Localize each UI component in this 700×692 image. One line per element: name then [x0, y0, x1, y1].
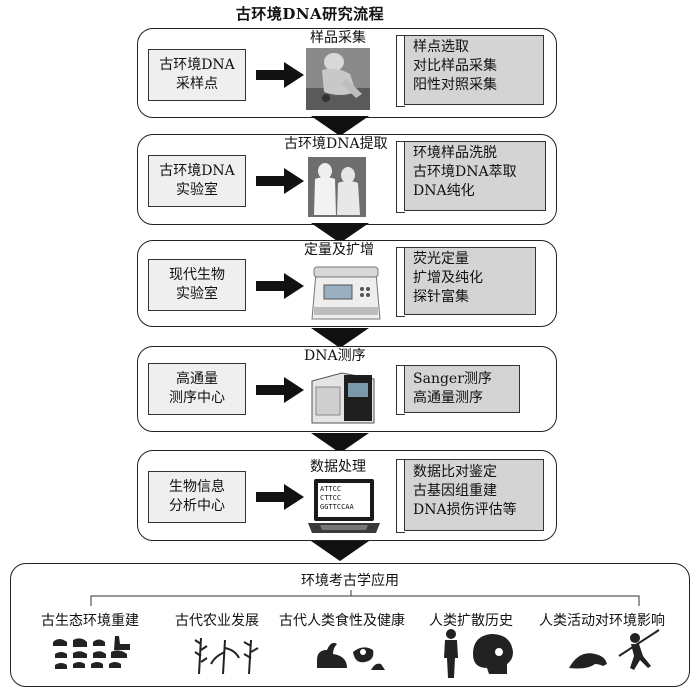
step-item: 荧光定量 [413, 251, 469, 267]
site-line-1: 高通量 [176, 371, 218, 387]
step-item: 环境样品洗脱 [413, 145, 497, 161]
steps-bracket [396, 141, 405, 213]
step-item: 古环境DNA萃取 [413, 164, 517, 180]
site-box: 高通量 测序中心 [148, 363, 246, 415]
sequence-line: GGTTCCAA [320, 503, 354, 511]
site-box: 现代生物 实验室 [148, 259, 246, 311]
stage-sequencing: 高通量 测序中心 DNA测序 Sanger测序 高通量测序 [137, 346, 557, 432]
steps-bracket [396, 459, 405, 533]
site-line-1: 现代生物 [169, 267, 225, 283]
steps-box: Sanger测序 高通量测序 [404, 365, 520, 413]
applications-title: 环境考古学应用 [301, 573, 399, 589]
down-arrow-icon [311, 223, 369, 243]
stage-label: DNA测序 [304, 348, 366, 364]
down-arrow-icon [311, 116, 369, 136]
step-item: 探针富集 [413, 289, 469, 305]
hunting-silhouette-icon [569, 629, 660, 670]
down-arrow-icon [311, 328, 369, 348]
step-item: DNA损伤评估等 [413, 502, 517, 518]
field-sampling-photo [306, 48, 370, 110]
site-box: 古环境DNA 实验室 [148, 155, 246, 207]
site-line-1: 生物信息 [169, 479, 225, 495]
right-arrow-icon [256, 377, 304, 403]
site-box: 生物信息 分析中心 [148, 471, 246, 523]
sequence-line: CTTCC [320, 494, 342, 502]
app-label-agriculture: 古代农业发展 [175, 613, 259, 629]
stage-amplification: 现代生物 实验室 定量及扩增 荧光定量 扩增及纯化 探针富集 [137, 240, 557, 327]
steps-box: 样点选取 对比样品采集 阳性对照采集 [404, 35, 544, 105]
step-item: 高通量测序 [413, 390, 483, 406]
step-item: 阳性对照采集 [413, 77, 497, 93]
site-line-2: 测序中心 [169, 390, 225, 406]
steps-box: 数据比对鉴定 古基因组重建 DNA损伤评估等 [404, 459, 544, 531]
right-arrow-icon [256, 168, 304, 194]
step-item: 扩增及纯化 [413, 270, 483, 286]
diagram-title: 古环境DNA研究流程 [235, 5, 385, 23]
down-arrow-icon [311, 433, 369, 453]
step-item: 对比样品采集 [413, 58, 497, 74]
applications-bracket [90, 590, 640, 606]
sequencer-photo [311, 372, 375, 424]
stage-sampling: 古环境DNA 采样点 样品采集 样点选取 对比样品采集 阳性对照采集 [137, 28, 557, 118]
site-line-1: 古环境DNA [159, 57, 235, 73]
stage-extraction: 古环境DNA 实验室 古环境DNA提取 环境样品洗脱 古环境DNA萃取 DNA纯… [137, 134, 557, 225]
site-line-2: 实验室 [176, 286, 218, 302]
site-line-2: 采样点 [176, 76, 218, 92]
sequence-line: ATTCC [320, 485, 342, 493]
step-item: 古基因组重建 [413, 483, 497, 499]
app-label-human-impact: 人类活动对环境影响 [539, 613, 665, 629]
steps-box: 荧光定量 扩增及纯化 探针富集 [404, 247, 536, 315]
site-line-2: 分析中心 [169, 498, 225, 514]
app-label-paleoecology: 古生态环境重建 [41, 613, 139, 629]
crops-silhouette-icon [194, 637, 259, 675]
step-item: 数据比对鉴定 [413, 464, 497, 480]
lab-researchers-photo [308, 157, 366, 217]
right-arrow-icon [256, 484, 304, 510]
stage-label: 数据处理 [310, 459, 366, 475]
steps-bracket [396, 247, 405, 317]
stage-label: 定量及扩增 [304, 242, 374, 258]
thermal-cycler-photo [311, 266, 381, 320]
laptop-icon: ATTCC CTTCC GGTTCCAA [306, 477, 382, 537]
food-silhouette-icon [317, 642, 385, 670]
right-arrow-icon [256, 62, 304, 88]
site-line-2: 实验室 [176, 182, 218, 198]
steps-bracket [396, 365, 405, 415]
steps-bracket [396, 35, 405, 107]
app-label-diet-health: 古代人类食性及健康 [279, 613, 405, 629]
right-arrow-icon [256, 273, 304, 299]
stage-label: 古环境DNA提取 [284, 136, 388, 152]
step-item: Sanger测序 [413, 371, 492, 387]
site-line-1: 古环境DNA [159, 163, 235, 179]
step-item: 样点选取 [413, 39, 469, 55]
site-box: 古环境DNA 采样点 [148, 49, 246, 101]
app-label-dispersal: 人类扩散历史 [429, 613, 513, 629]
steps-box: 环境样品洗脱 古环境DNA萃取 DNA纯化 [404, 141, 546, 211]
animals-silhouette-icon [53, 636, 130, 669]
step-item: DNA纯化 [413, 183, 475, 199]
stage-data-processing: 生物信息 分析中心 数据处理 ATTCC CTTCC GGTTCCAA 数据比对… [137, 450, 557, 541]
human-skull-silhouette-icon [444, 629, 513, 678]
stage-label: 样品采集 [310, 30, 366, 46]
applications-panel: 环境考古学应用 古生态环境重建 古代农业发展 古代人类食性及健康 人类扩散历史 … [10, 563, 690, 687]
down-arrow-icon [311, 541, 369, 561]
